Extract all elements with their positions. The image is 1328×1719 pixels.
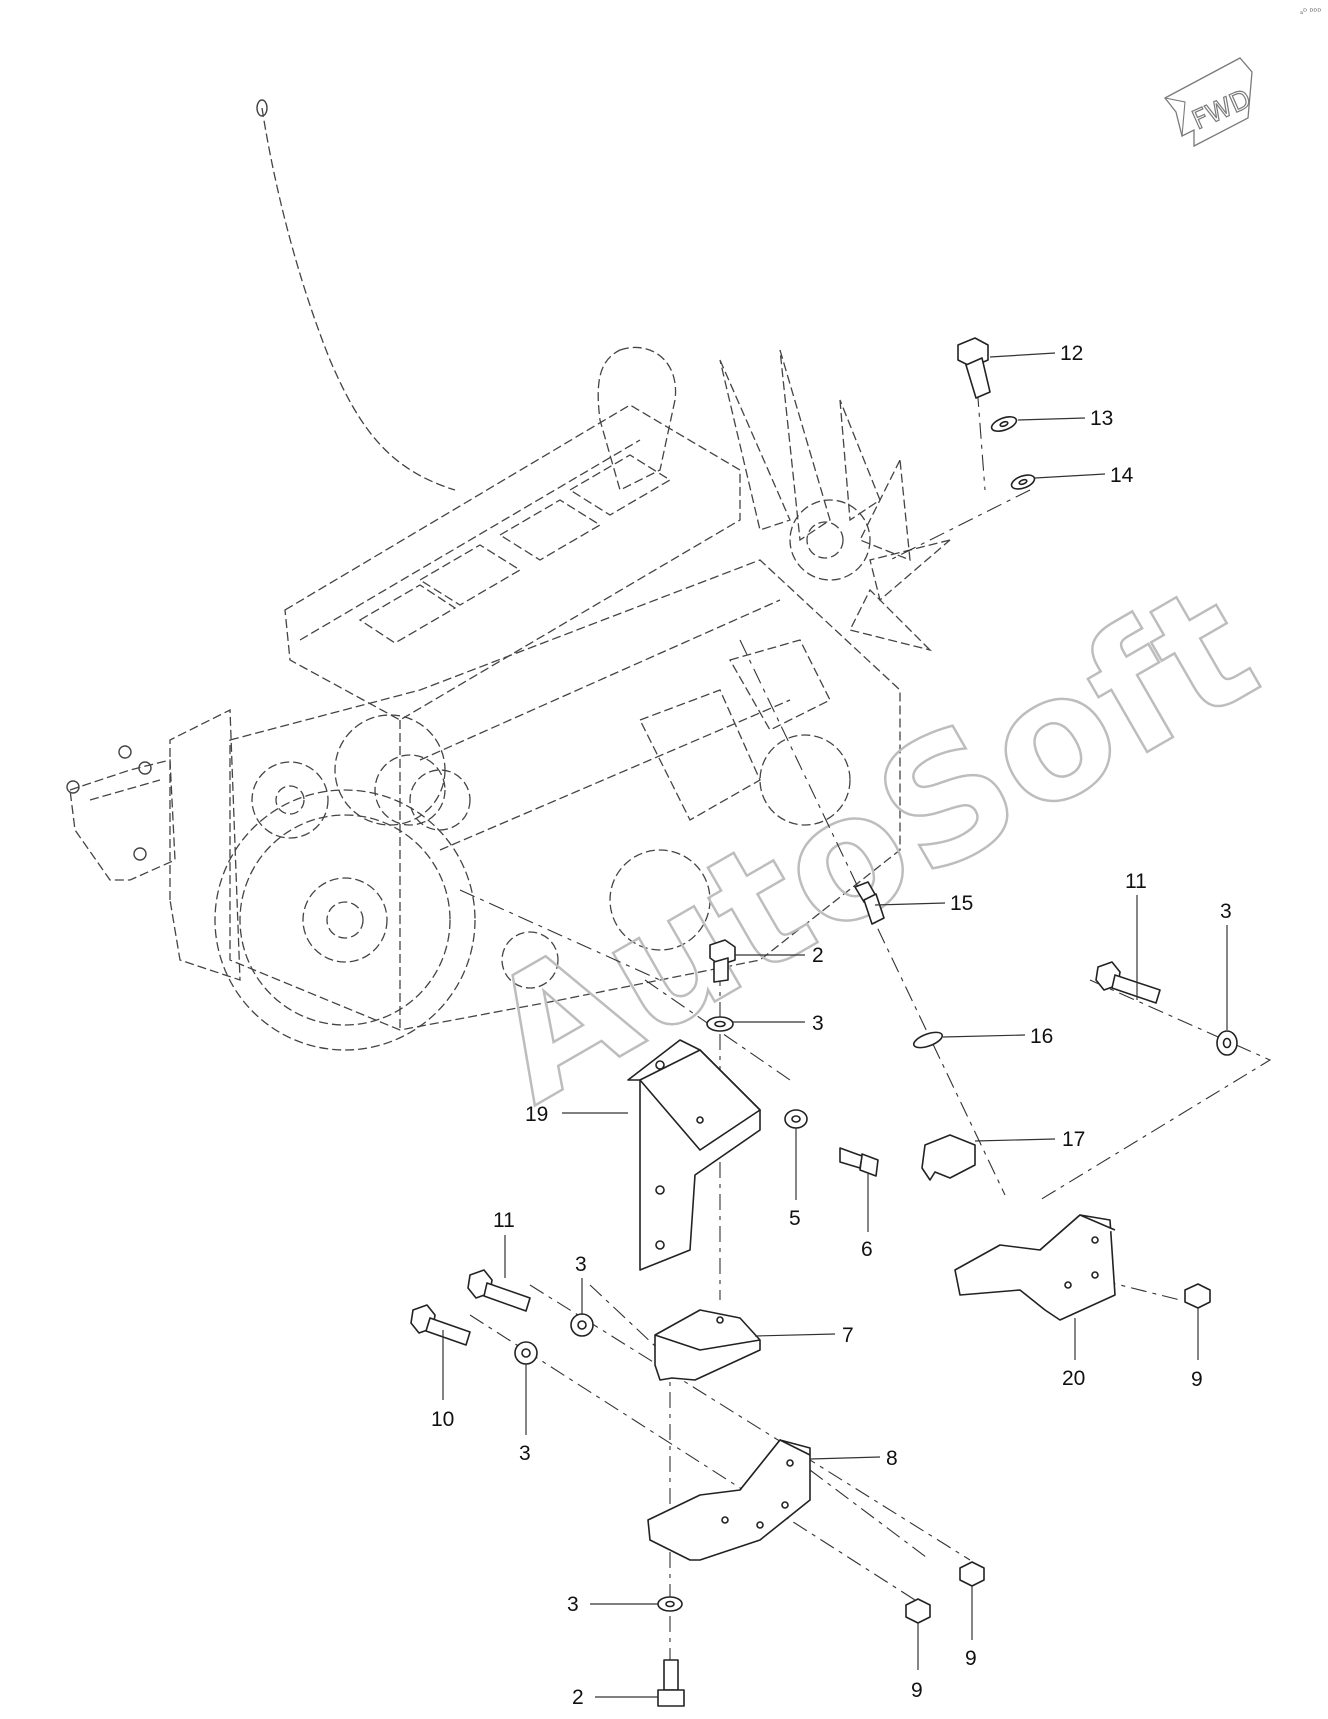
bolt-11-right <box>1095 961 1161 1004</box>
callout-12: 12 <box>1060 342 1083 365</box>
callout-2-bottom: 2 <box>572 1686 584 1709</box>
bracket-20 <box>954 1214 1116 1321</box>
leader-lines <box>442 352 1228 1698</box>
watermark: AutoSoft <box>456 547 1287 1141</box>
callout-labels: 12 13 14 15 11 3 2 3 16 19 17 5 6 11 3 7… <box>431 342 1232 1709</box>
parts <box>410 337 1238 1707</box>
callout-6: 6 <box>861 1238 873 1261</box>
callout-3-lower-left: 3 <box>519 1442 531 1465</box>
callout-17: 17 <box>1062 1128 1085 1151</box>
screw-15 <box>854 881 885 925</box>
bolt-12 <box>957 337 991 399</box>
bolt-2-top <box>709 939 736 983</box>
callout-14: 14 <box>1110 464 1134 487</box>
callout-3-right: 3 <box>1220 900 1232 923</box>
washer-16 <box>912 1031 944 1049</box>
callout-5: 5 <box>789 1207 801 1230</box>
fwd-arrow-icon: FWD <box>1164 57 1256 148</box>
callout-3-mid: 3 <box>575 1253 587 1276</box>
callout-11-left: 11 <box>493 1209 515 1232</box>
callout-19: 19 <box>525 1103 548 1126</box>
callout-15: 15 <box>950 892 973 915</box>
callout-9-right: 9 <box>1191 1368 1203 1391</box>
callout-3-bottom: 3 <box>567 1593 579 1616</box>
corner-mark: ₐᴰ ᴰᴰᴰ <box>1300 7 1321 16</box>
nut-9-right <box>1184 1283 1211 1309</box>
callout-9-bottom: 9 <box>911 1679 923 1702</box>
callout-16: 16 <box>1030 1025 1053 1048</box>
callout-8: 8 <box>886 1447 898 1470</box>
callout-7: 7 <box>842 1324 854 1347</box>
callout-3-top: 3 <box>812 1012 824 1035</box>
fwd-label: FWD <box>1188 84 1256 136</box>
bolt-11-left <box>467 1269 531 1312</box>
callout-9-bottom-mid: 9 <box>965 1647 977 1670</box>
callout-11-right: 11 <box>1125 870 1147 893</box>
bolt-6 <box>839 1147 879 1177</box>
callout-10: 10 <box>431 1408 454 1431</box>
bolt-10 <box>410 1304 471 1346</box>
nut-9-bottom-mid <box>905 1598 931 1624</box>
callout-20: 20 <box>1062 1367 1085 1390</box>
bolt-2-bottom <box>657 1659 685 1707</box>
rubber-mount-17 <box>921 1134 976 1181</box>
callout-2-top: 2 <box>812 944 824 967</box>
nut-9-bottom-right <box>959 1561 985 1587</box>
callout-13: 13 <box>1090 407 1113 430</box>
